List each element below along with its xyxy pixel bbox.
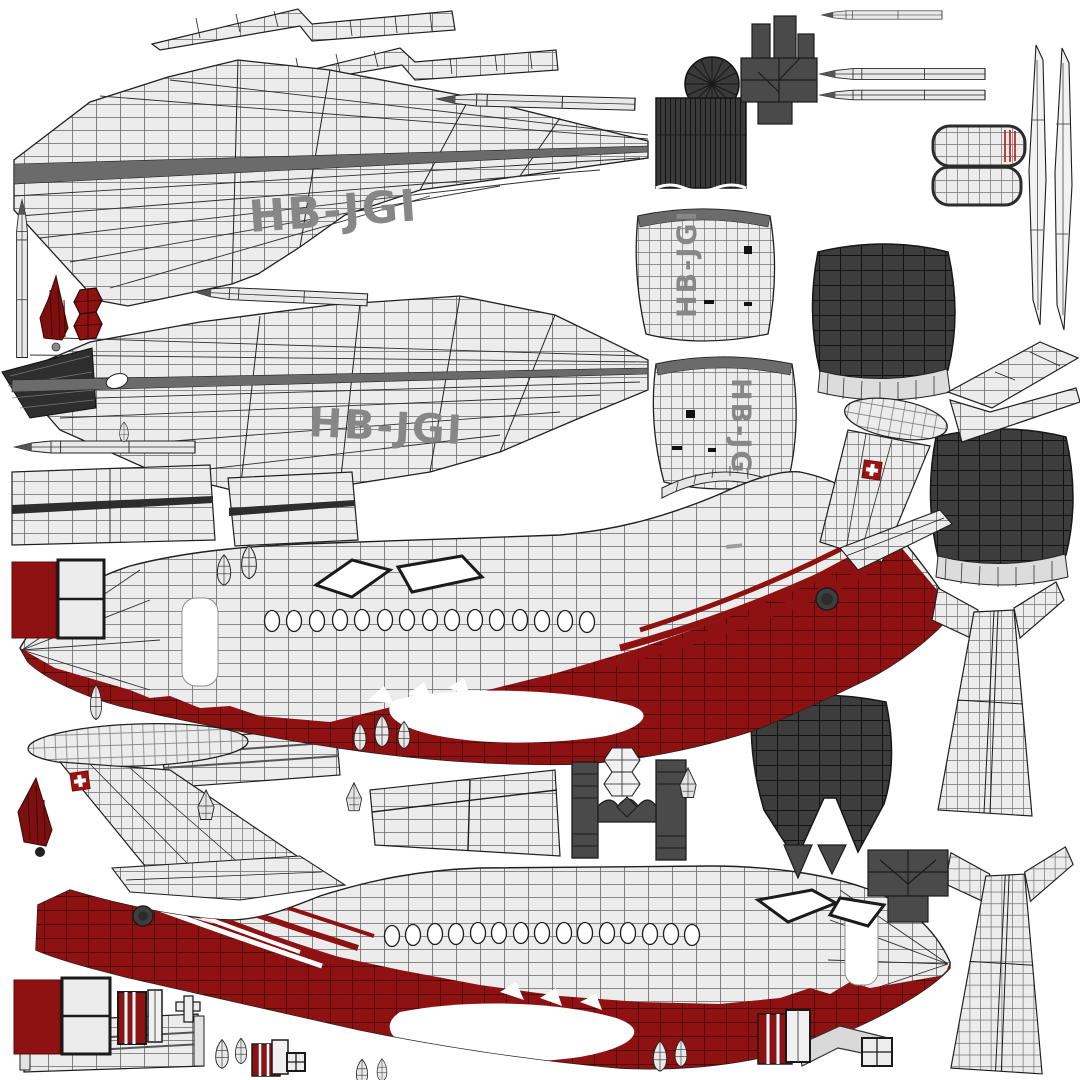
octagon-pair (603, 747, 641, 797)
tail-fin-1 (819, 397, 953, 571)
windshield-2 (827, 896, 887, 928)
flap-strip-left (11, 464, 216, 546)
wing-root-fairing-2: HB-JGI (652, 356, 797, 490)
red-cone-1 (39, 274, 69, 352)
engine-pylon-blocks-2 (783, 844, 949, 923)
vertical-stabilizer-unwrap-2 (944, 846, 1074, 1075)
inlet-lip-ring-1 (931, 124, 1027, 168)
wing-panel-top: HB-JGI (13, 59, 649, 307)
wing-root-fairing-1: HB-JGI (635, 208, 776, 342)
inlet-lip-ring-2 (931, 165, 1023, 207)
elevator-wedge-1 (839, 509, 953, 571)
cabin-window-row-1 (263, 608, 596, 634)
belly-red (36, 884, 950, 1069)
red-cone-2 (17, 776, 53, 857)
gear-door-square-1 (11, 558, 106, 640)
wing-stripe (11, 367, 649, 393)
belly-red (20, 534, 952, 765)
flap-strip-left-2 (227, 471, 359, 547)
striped-door-piece-2 (251, 1039, 289, 1077)
small-decal-dash (725, 543, 743, 549)
striped-door-piece-3 (757, 1009, 811, 1065)
swiss-cross-icon (69, 770, 91, 792)
aileron-fold-center (369, 769, 561, 857)
windshield-2 (395, 554, 485, 594)
static-wick-needles (1028, 44, 1073, 331)
wing-cutout (105, 373, 129, 389)
liner-scallop-edge (655, 183, 747, 193)
red-eight-piece (73, 287, 103, 341)
landing-gear-strut (571, 759, 687, 861)
tiny-cross-piece (175, 995, 201, 1023)
fuselage-side-1 (19, 471, 953, 766)
gear-door-square-2 (13, 976, 112, 1056)
engine-fan-blades (685, 57, 739, 111)
tail-fin-2 (27, 723, 347, 901)
elevator-wedge-2 (110, 855, 347, 901)
striped-door-piece-1 (117, 989, 163, 1045)
leading-edge-strip-1 (150, 8, 456, 51)
wing-root-cutout (389, 690, 644, 743)
engine-nacelle-dark-2 (929, 428, 1074, 588)
window-frame-square-2 (861, 1037, 893, 1067)
windshield-1 (312, 558, 394, 599)
cabin-window-row-2 (383, 921, 701, 948)
window-frame-square-1 (286, 1052, 306, 1072)
vertical-stabilizer-unwrap-1 (931, 581, 1065, 817)
wing-registration-text-2: HB-JGI (307, 400, 464, 454)
swiss-cross-icon (861, 459, 883, 481)
cabin-door-cutout (181, 597, 219, 687)
fairing-registration-text-1: HB-JGI (672, 209, 703, 318)
wing-registration-text-1: HB-JGI (247, 180, 420, 243)
engine-pylon-blocks (740, 15, 818, 125)
engine-inlet-liner (655, 97, 747, 189)
hstab-fold-right (946, 341, 1080, 443)
wing-stripe (13, 145, 649, 185)
red-marks (1004, 130, 1016, 162)
engine-nacelle-dark-1 (811, 243, 956, 403)
